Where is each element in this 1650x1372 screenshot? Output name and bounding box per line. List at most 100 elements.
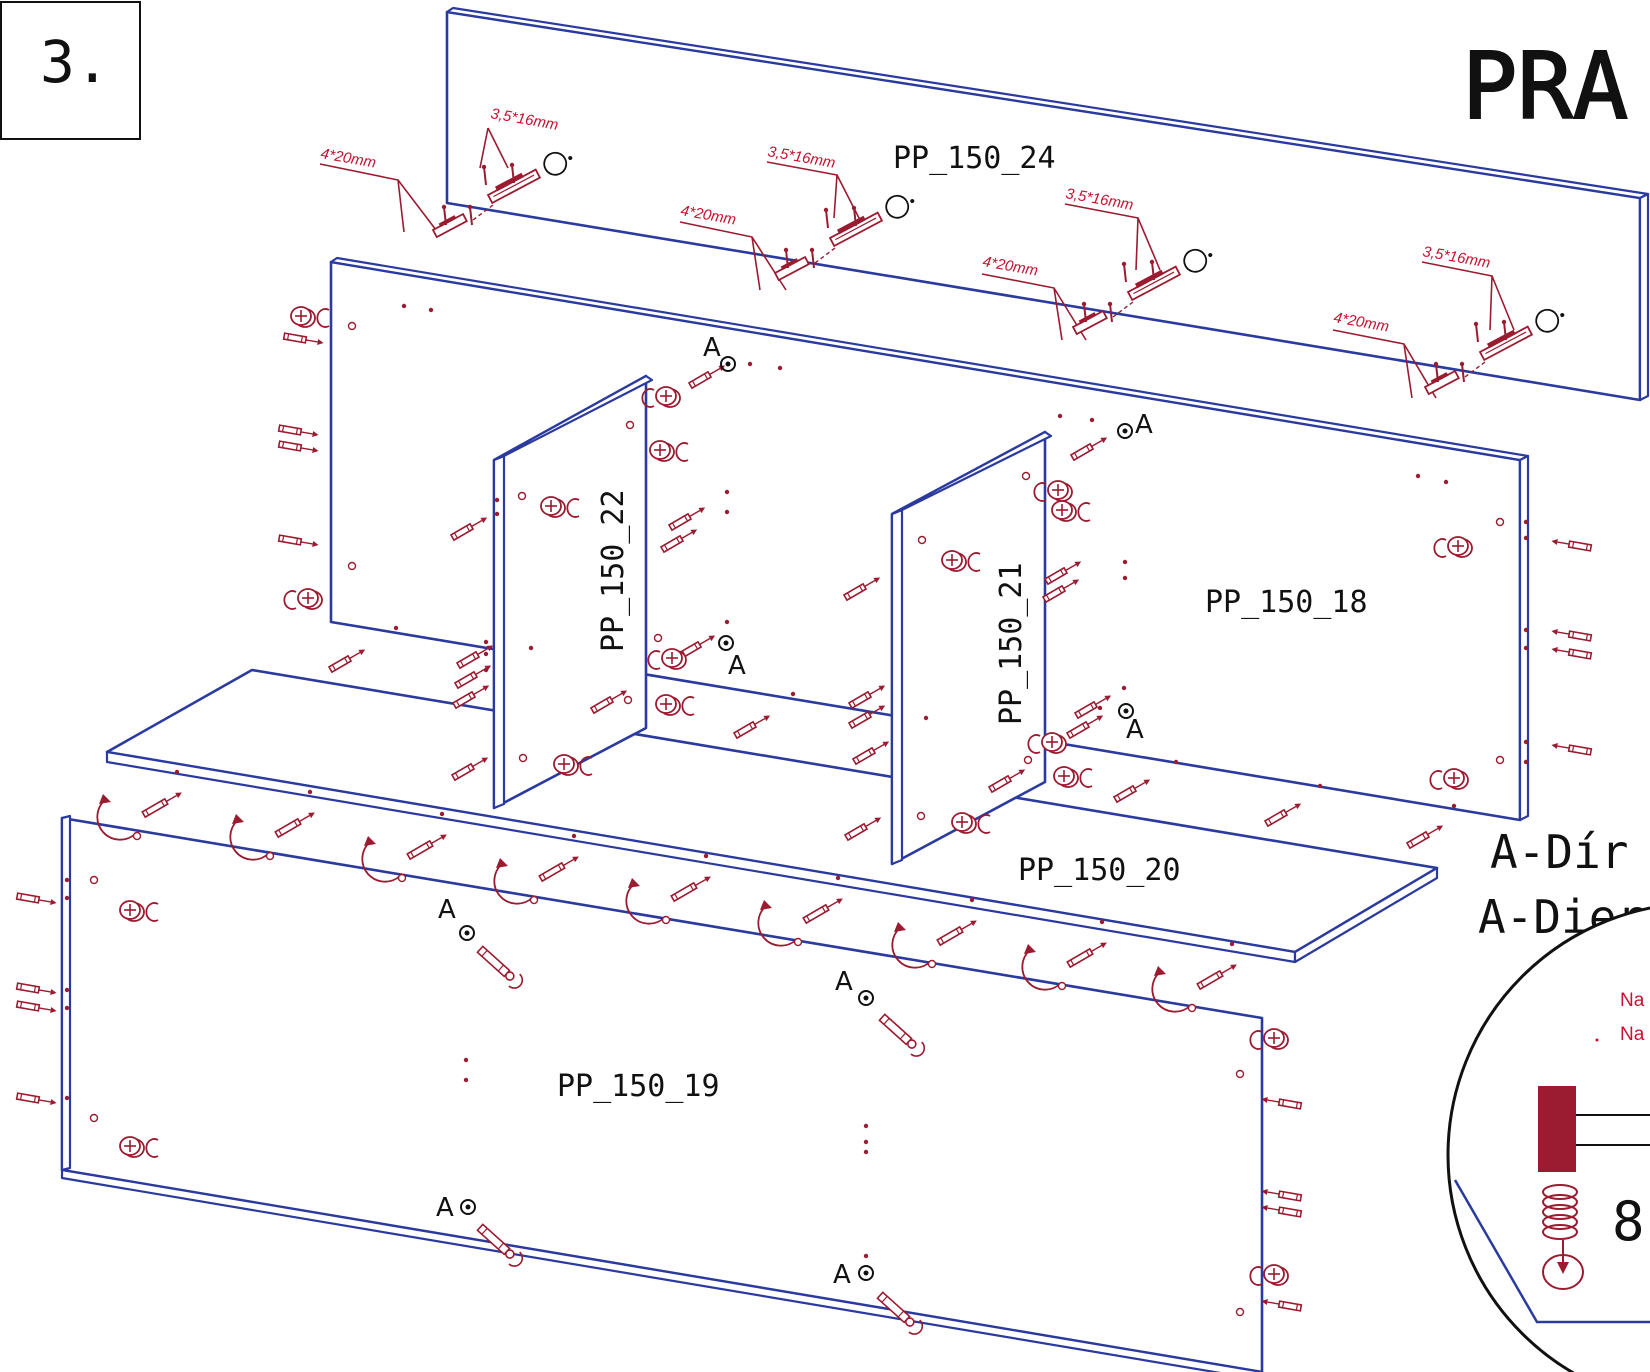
dowel-icon — [538, 856, 579, 883]
dowel-icon — [847, 705, 886, 730]
cam-lock-icon — [641, 386, 681, 408]
detail-note-2: Na — [1620, 1024, 1645, 1045]
dowel-icon — [1041, 579, 1080, 604]
screw-icon — [1461, 363, 1465, 383]
cam-bolt-icon — [1117, 423, 1133, 439]
hole-mark — [1173, 759, 1179, 765]
cam-bolt-icon — [878, 1013, 926, 1057]
marker-a: A — [1135, 410, 1153, 440]
cam-lock-icon — [655, 694, 695, 716]
rotate-arrow-icon — [625, 878, 671, 925]
a-markers: A A A A A A A A — [436, 333, 1153, 1290]
hole-mark — [625, 420, 635, 430]
screw-icon — [785, 249, 789, 269]
hole-mark — [1495, 517, 1505, 527]
hole-mark — [917, 535, 927, 545]
dowel-icon — [851, 741, 890, 766]
dowel-icon — [659, 529, 698, 554]
cam-lock-icon — [1027, 732, 1067, 754]
panel-label-pp-150-18: PP_150_18 — [1205, 585, 1368, 620]
hole-mark — [1235, 1307, 1245, 1317]
legend-line-1: A-Dír — [1490, 825, 1628, 879]
hole-mark — [89, 875, 99, 885]
hole-mark — [89, 1113, 99, 1123]
hole-mark — [1122, 575, 1128, 581]
title-text: PRA — [1462, 33, 1628, 140]
dowel-icon — [277, 534, 319, 547]
dowel-icon — [1551, 539, 1593, 552]
cam-lock-icon — [649, 440, 689, 462]
cam-lock-icon — [119, 900, 159, 922]
hole-mark — [653, 633, 663, 643]
cam-bolt-icon — [858, 1265, 874, 1281]
hole-mark — [494, 497, 500, 503]
dowel-icon — [15, 982, 57, 995]
screw-icon — [1151, 261, 1155, 281]
hole-mark — [747, 361, 753, 367]
screw-icon — [443, 206, 447, 226]
hole-mark — [64, 987, 70, 993]
hole-mark — [517, 491, 527, 501]
panel-pp-150-19: PP_150_19 — [60, 814, 1264, 1372]
hole-mark — [724, 619, 730, 625]
rotate-arrow-icon — [757, 900, 803, 947]
dowel-icon — [1263, 803, 1302, 828]
rotate-arrow-icon — [96, 794, 142, 841]
screw-icon — [1123, 263, 1127, 283]
dowel-icon — [732, 715, 771, 740]
dowel-icon — [1551, 629, 1593, 642]
dowel-icon — [277, 424, 319, 437]
hole-mark — [1235, 1069, 1245, 1079]
hole-mark — [863, 1139, 869, 1145]
hole-mark — [483, 667, 489, 673]
dowel-icon — [1261, 1205, 1303, 1218]
hinge-plate-icon — [773, 255, 810, 282]
dowel-icon — [842, 577, 881, 602]
screw-icon — [1435, 363, 1439, 383]
hole-mark — [863, 1253, 869, 1259]
dowel-icon — [1551, 647, 1593, 660]
hole-mark — [571, 833, 577, 839]
dowel-icon — [1069, 437, 1108, 462]
cam-lock-icon — [540, 496, 580, 518]
screw-icon — [1503, 321, 1507, 341]
hole-mark — [916, 811, 926, 821]
hole-mark — [863, 1123, 869, 1129]
dowel-icon — [450, 757, 489, 782]
hole-mark — [863, 1149, 869, 1155]
cam-lock-icon — [553, 754, 593, 776]
hinge-plates — [431, 151, 1565, 396]
screw-icon — [483, 166, 487, 186]
rotate-arrow-icon — [891, 922, 937, 969]
hole-mark — [64, 877, 70, 883]
detail-circle: Na Na 8 — [1446, 906, 1650, 1372]
hole-mark — [1523, 645, 1529, 651]
hole-mark — [401, 303, 407, 309]
detail-panel-outline — [1453, 1179, 1650, 1324]
cam-lock-icon — [647, 648, 687, 670]
hole-mark — [463, 1057, 469, 1063]
panel-label-pp-150-19: PP_150_19 — [557, 1069, 720, 1104]
hole-mark — [969, 897, 975, 903]
hole-mark — [724, 509, 730, 515]
cam-bolt-icon — [460, 1199, 476, 1215]
hole-mark — [174, 769, 180, 775]
cam-bolt-icon — [1118, 703, 1134, 719]
hole-mark — [1523, 627, 1529, 633]
hole-mark — [64, 1095, 70, 1101]
cam-lock-icon — [1053, 766, 1093, 788]
hole-mark — [428, 307, 434, 313]
dowel-icon — [141, 792, 182, 819]
dowel-icon — [1261, 1189, 1303, 1202]
cam-lock-icon — [1249, 1028, 1289, 1050]
hole-mark — [835, 875, 841, 881]
dowel-icon — [406, 834, 447, 861]
hole-mark — [64, 895, 70, 901]
panel-label-pp-150-24: PP_150_24 — [893, 141, 1056, 176]
hole-mark — [1523, 759, 1529, 765]
cam-bolt-icon — [858, 990, 874, 1006]
hole-mark — [494, 511, 500, 517]
hole-mark — [1495, 755, 1505, 765]
dowel-icon — [1405, 825, 1444, 850]
dowel-icon — [451, 685, 490, 710]
